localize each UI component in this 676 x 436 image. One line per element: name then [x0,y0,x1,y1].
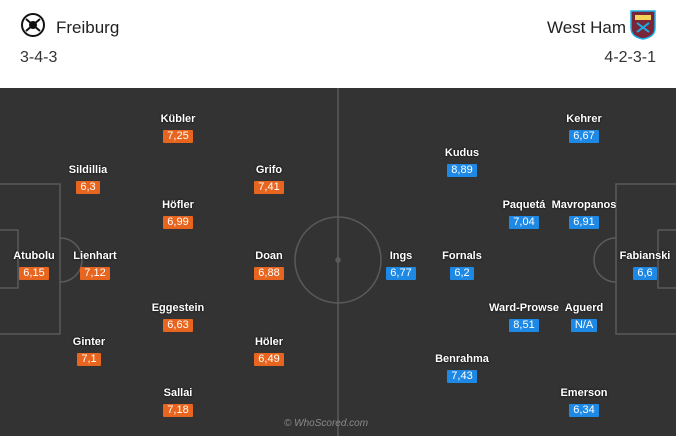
player-hofler[interactable]: Höfler 6,99 [133,199,223,230]
player-name: Mavropanos [551,199,617,211]
home-formation: 3-4-3 [20,49,58,66]
player-name: Grifo [255,164,283,176]
player-name: Doan [255,250,283,262]
player-name: Ginter [72,336,106,348]
player-name: Sallai [163,387,193,399]
player-name: Paquetá [502,199,546,211]
player-ginter[interactable]: Ginter 7,1 [44,336,134,367]
player-rating: 6,77 [386,267,416,280]
player-paqueta[interactable]: Paquetá 7,04 [479,199,569,230]
west-ham-crest-icon [630,10,656,40]
player-rating: 6,2 [450,267,474,280]
player-rating: 8,51 [509,319,539,332]
player-doan[interactable]: Doan 6,88 [224,250,314,281]
player-rating: 6,99 [163,216,193,229]
player-rating: 6,3 [76,181,100,194]
player-rating: 8,89 [447,164,477,177]
away-formation: 4-2-3-1 [604,49,656,66]
player-ings[interactable]: Ings 6,77 [356,250,446,281]
player-name: Kehrer [566,113,602,125]
player-rating: 6,88 [254,267,284,280]
player-ward-prowse[interactable]: Ward-Prowse 8,51 [479,302,569,333]
player-rating: 6,15 [19,267,49,280]
watermark: © WhoScored.com [284,418,369,429]
player-name: Kudus [444,147,480,159]
player-name: Höler [254,336,284,348]
player-rating: 7,1 [77,353,101,366]
pitch-markings [0,88,676,436]
player-rating: 7,12 [80,267,110,280]
pitch: Atubolu 6,15 Lienhart 7,12 Sildillia 6,3… [0,88,676,436]
player-emerson[interactable]: Emerson 6,34 [539,387,629,418]
player-rating: 6,67 [569,130,599,143]
player-name: Kübler [160,113,196,125]
player-sildillia[interactable]: Sildillia 6,3 [43,164,133,195]
player-rating: 7,04 [509,216,539,229]
player-name: Fornals [442,250,482,262]
player-kudus[interactable]: Kudus 8,89 [417,147,507,178]
home-team-name: Freiburg [56,18,120,37]
player-fabianski[interactable]: Fabianski 6,6 [600,250,676,281]
player-grifo[interactable]: Grifo 7,41 [224,164,314,195]
player-rating: 6,63 [163,319,193,332]
player-name: Atubolu [13,250,55,262]
match-header: Freiburg 3-4-3 West Ham 4-2-3-1 [0,0,676,88]
player-rating: 7,25 [163,130,193,143]
player-holer[interactable]: Höler 6,49 [224,336,314,367]
player-rating: 6,34 [569,404,599,417]
player-name: Eggestein [151,302,205,314]
player-rating: 7,43 [447,370,477,383]
player-name: Ward-Prowse [489,302,559,314]
player-name: Fabianski [619,250,671,262]
player-name: Emerson [560,387,608,399]
player-fornals[interactable]: Fornals 6,2 [417,250,507,281]
player-atubolu[interactable]: Atubolu 6,15 [0,250,79,281]
player-benrahma[interactable]: Benrahma 7,43 [417,353,507,384]
player-rating: 6,49 [254,353,284,366]
player-rating: 7,41 [254,181,284,194]
player-mavropanos[interactable]: Mavropanos 6,91 [539,199,629,230]
player-sallai[interactable]: Sallai 7,18 [133,387,223,418]
player-rating: 6,91 [569,216,599,229]
away-team-name: West Ham [546,18,626,37]
player-eggestein[interactable]: Eggestein 6,63 [133,302,223,333]
player-name: Sildillia [68,164,108,176]
player-name: Ings [389,250,413,262]
player-name: Höfler [162,199,194,211]
player-name: Benrahma [435,353,489,365]
player-kehrer[interactable]: Kehrer 6,67 [539,113,629,144]
player-rating: 6,6 [633,267,657,280]
player-lienhart[interactable]: Lienhart 7,12 [50,250,140,281]
player-name: Lienhart [73,250,117,262]
freiburg-crest-icon [21,13,45,37]
player-rating: N/A [570,319,598,332]
player-name: Aguerd [564,302,604,314]
player-rating: 7,18 [163,404,193,417]
player-aguerd[interactable]: Aguerd N/A [539,302,629,333]
player-kubler[interactable]: Kübler 7,25 [133,113,223,144]
